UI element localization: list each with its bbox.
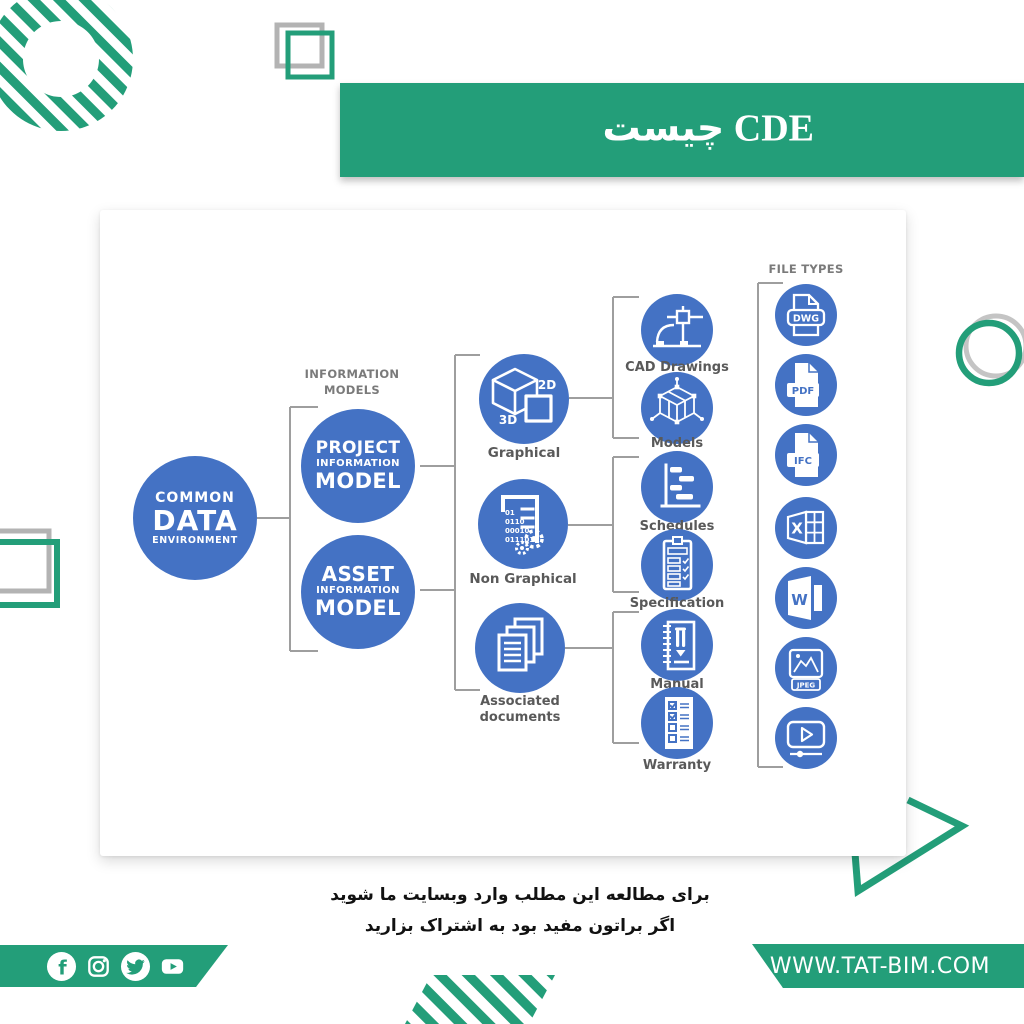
striped-donut-decoration — [0, 0, 134, 131]
word-w-glyph: W — [791, 591, 808, 609]
spec-checklist-icon — [662, 536, 693, 591]
cde-line3: ENVIRONMENT — [152, 534, 238, 546]
social-banner: f — [0, 945, 228, 987]
aim-line2: INFORMATION — [316, 585, 400, 596]
website-url: WWW.TAT-BIM.COM — [769, 953, 990, 979]
file-type-pdf: PDF — [775, 354, 837, 416]
manual-node — [641, 609, 713, 681]
website-banner: WWW.TAT-BIM.COM — [752, 944, 1024, 988]
jpeg-file-icon: JPEG — [788, 648, 824, 691]
cad-drawing-icon — [653, 306, 703, 348]
jpeg-badge: JPEG — [796, 682, 816, 690]
associated-documents-label: Associated documents — [479, 694, 561, 725]
cde-line1: COMMON — [155, 489, 235, 506]
stacked-documents-icon — [497, 617, 544, 672]
video-file-icon — [786, 720, 826, 758]
dwg-badge: DWG — [793, 314, 819, 325]
file-types-label: FILE TYPES — [768, 262, 844, 276]
specification-node — [641, 529, 713, 601]
footer-note: برای مطالعه این مطلب وارد وبسایت ما شوید… — [260, 880, 780, 942]
ifc-file-icon: IFC — [787, 433, 819, 477]
ifc-badge: IFC — [794, 456, 812, 467]
models-label: Models — [650, 436, 704, 451]
schedules-node — [641, 451, 713, 523]
asset-information-model-node: ASSET INFORMATION MODEL — [301, 535, 415, 649]
gears-glyph — [515, 529, 544, 555]
page-title: CDE چیست — [602, 107, 814, 150]
double-square-decoration-top — [274, 22, 335, 80]
binary-line-4: 011101 — [505, 536, 534, 544]
pim-line2: INFORMATION — [316, 458, 400, 469]
pim-line3: MODEL — [315, 469, 401, 493]
project-information-model-node: PROJECT INFORMATION MODEL — [301, 409, 415, 523]
header-banner: CDE چیست — [340, 83, 1024, 177]
non-graphical-label: Non Graphical — [469, 571, 577, 587]
instagram-icon — [88, 956, 109, 977]
pim-line1: PROJECT — [315, 438, 401, 458]
twitter-icon — [120, 951, 151, 982]
data-document-gears-icon: 01 0110 00010 011101 — [501, 495, 544, 555]
non-graphical-node: 01 0110 00010 011101 — [478, 479, 568, 569]
wireframe-model-icon — [650, 377, 704, 425]
double-circle-decoration-right — [955, 313, 1024, 387]
binary-line-3: 00010 — [505, 527, 529, 535]
youtube-icon — [161, 959, 184, 974]
3d-2d-cube-icon: 2D 3D — [491, 367, 556, 427]
manual-notebook-icon — [663, 620, 696, 671]
cde-line2: DATA — [152, 503, 238, 537]
binary-line-1: 01 — [505, 509, 515, 517]
associated-documents-node — [475, 603, 565, 693]
word-file-icon: W — [788, 576, 822, 620]
double-square-decoration-left — [0, 528, 60, 608]
file-type-video — [775, 707, 837, 769]
dwg-file-icon: DWG — [786, 293, 826, 337]
footer-note-line1: برای مطالعه این مطلب وارد وبسایت ما شوید — [330, 885, 710, 905]
striped-band-decoration-bottom — [405, 975, 555, 1024]
models-node — [641, 372, 713, 444]
badge-2d: 2D — [538, 378, 556, 392]
information-models-label: INFORMATION MODELS — [304, 367, 400, 397]
cad-drawings-label: CAD Drawings — [625, 360, 729, 375]
cad-drawings-node — [641, 294, 713, 366]
file-type-dwg: DWG — [775, 284, 837, 346]
pdf-badge: PDF — [792, 386, 814, 397]
excel-x-glyph: X — [791, 520, 803, 538]
pdf-file-icon: PDF — [787, 363, 819, 407]
file-type-word: W — [775, 567, 837, 629]
footer-note-line2: اگر براتون مفید بود به اشتراک بزارید — [364, 916, 676, 936]
specification-label: Specification — [629, 596, 725, 611]
excel-file-icon: X — [786, 510, 825, 545]
warranty-node — [641, 687, 713, 759]
graphical-node: 2D 3D — [479, 354, 569, 444]
graphical-label: Graphical — [487, 445, 561, 461]
warranty-checklist-icon — [665, 697, 693, 749]
file-type-jpeg: JPEG — [775, 637, 837, 699]
facebook-f-glyph: f — [58, 957, 67, 980]
schedules-label: Schedules — [639, 519, 715, 534]
file-type-excel: X — [775, 497, 837, 559]
common-data-environment-node: COMMON DATA ENVIRONMENT — [133, 456, 257, 580]
badge-3d: 3D — [499, 413, 517, 427]
facebook-icon: f — [46, 951, 77, 982]
aim-line3: MODEL — [315, 596, 401, 620]
aim-line1: ASSET — [321, 562, 395, 586]
file-type-ifc: IFC — [775, 424, 837, 486]
triangle-arrow-decoration — [851, 796, 970, 898]
warranty-label: Warranty — [642, 758, 712, 773]
gantt-chart-icon — [660, 463, 701, 508]
binary-line-2: 0110 — [505, 518, 525, 526]
